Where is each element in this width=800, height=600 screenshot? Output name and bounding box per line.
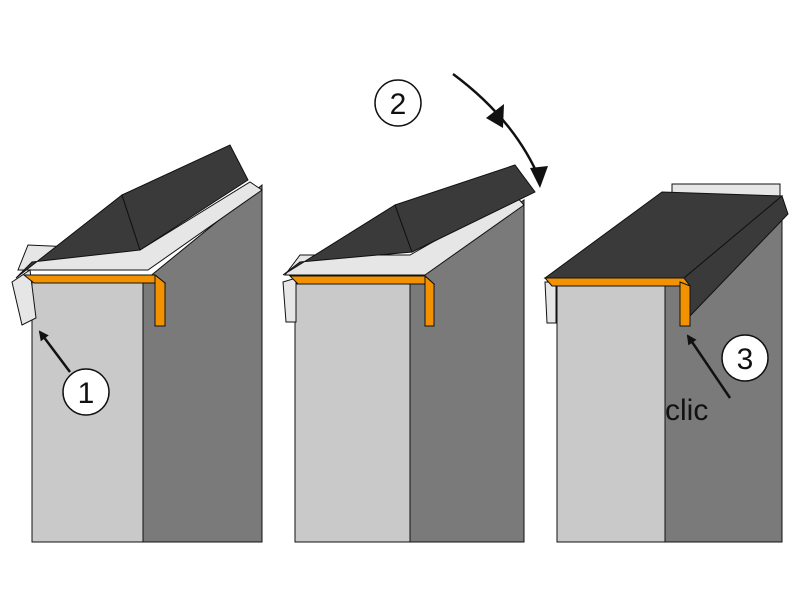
pillar-2-clip-leg	[424, 274, 435, 327]
pillar-3-drip-left	[544, 281, 557, 324]
step-2-arrow-head-end	[530, 166, 548, 188]
step-2-arrow-head-mid	[486, 104, 504, 128]
pillar-1-clip-leg	[154, 273, 166, 327]
step-1-circle	[62, 368, 110, 416]
pillar-1-clip-top	[22, 274, 167, 284]
pillar-1	[11, 144, 263, 543]
pillar-3-clip-top	[543, 277, 691, 287]
pillar-2-coping-top-right	[394, 164, 536, 253]
step-3-number: 3	[737, 343, 754, 376]
step-3-callout: 3 clic	[665, 334, 769, 427]
step-2-rotation-arrow	[452, 72, 542, 181]
step-1-callout: 1	[38, 330, 110, 416]
pillar-2-front	[294, 283, 411, 543]
step-3-arrow	[686, 334, 732, 399]
step-1-number: 1	[78, 377, 95, 410]
pillar-2-drip-left	[282, 277, 297, 323]
step-1-arrow	[38, 330, 71, 373]
pillar-2	[282, 164, 536, 543]
pillar-1-drip-left	[11, 269, 37, 326]
step-2-circle	[374, 79, 422, 127]
pillar-2-clip-top	[288, 275, 436, 285]
step-2-callout: 2	[374, 72, 548, 188]
step-2-number: 2	[390, 88, 407, 121]
pillar-3-front	[556, 281, 666, 543]
step-3-circle	[721, 334, 769, 382]
pillar-3	[543, 183, 789, 543]
pillar-1-coping-top-right	[121, 144, 249, 251]
step-3-caption: clic	[665, 394, 708, 427]
pillar-3-clip-leg	[679, 281, 691, 327]
